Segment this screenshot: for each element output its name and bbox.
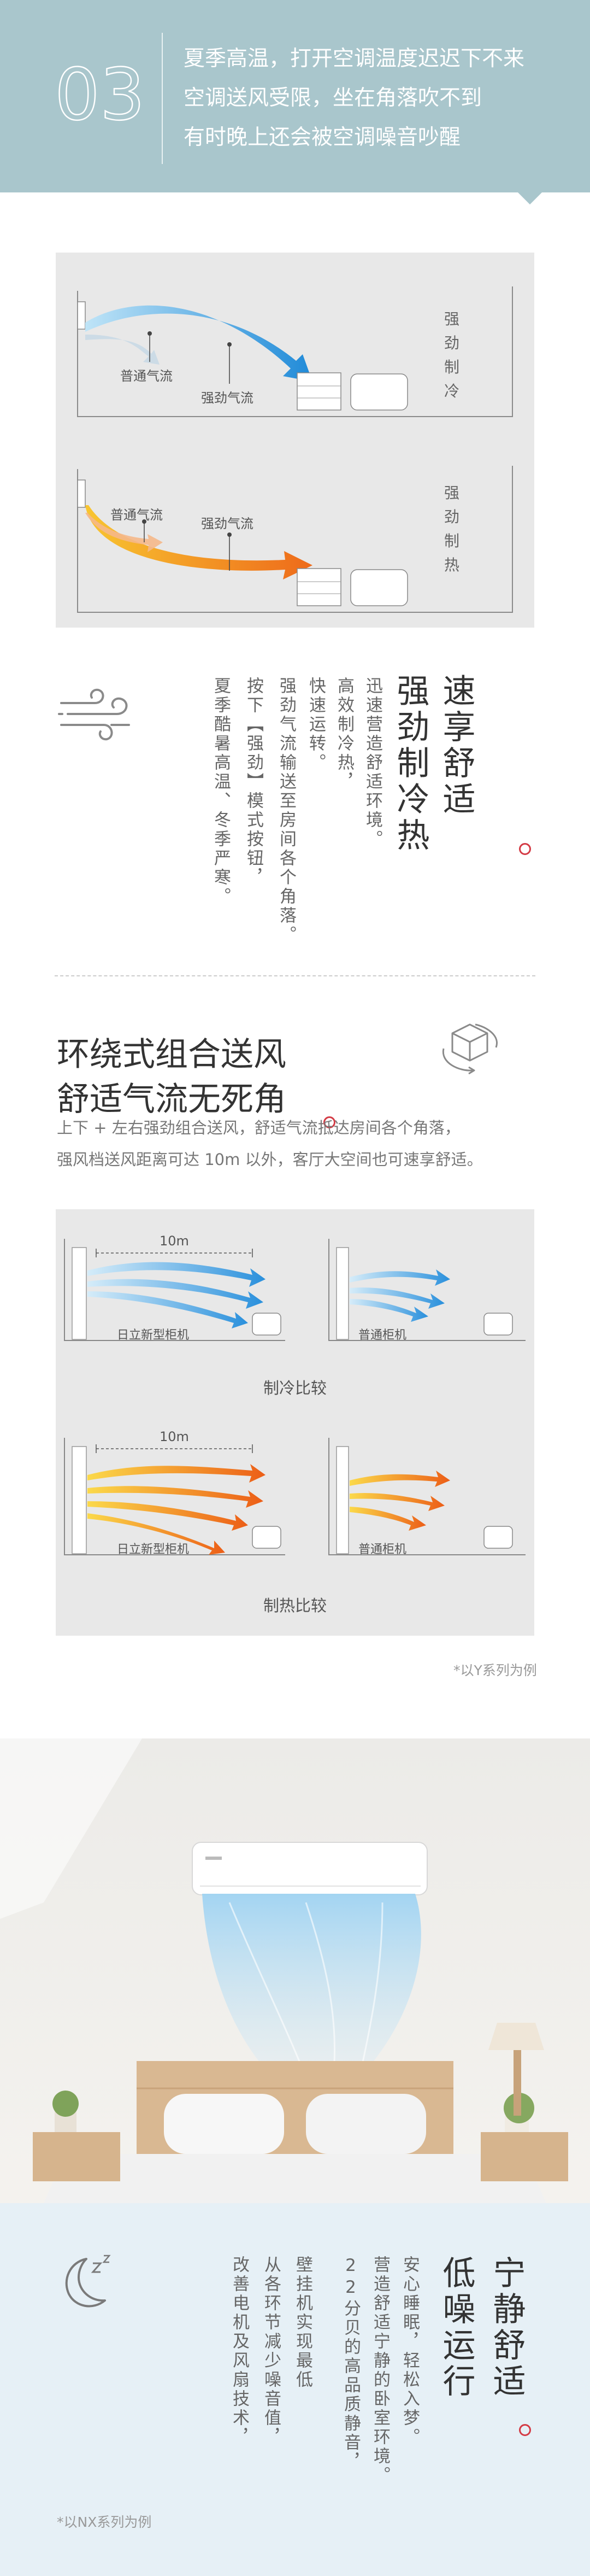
header-line: 夏季高温，打开空调温度迟迟下不来 xyxy=(184,46,525,71)
feature2-desc-line: 上下 + 左右强劲组合送风，舒适气流抵达房间各个角落， xyxy=(57,1119,461,1137)
label-hitachi-unit: 日立新型柜机 xyxy=(117,1543,190,1556)
label-normal-airflow: 普通气流 xyxy=(120,368,173,384)
label-strong-airflow: 强劲气流 xyxy=(201,516,253,531)
feature3-desc-line: 壁挂机实现最低 xyxy=(293,2256,312,2390)
accent-dot xyxy=(323,1116,335,1128)
feature2-title-line1: 环绕式组合送风 xyxy=(57,1035,286,1074)
feature3-desc-line: 从各环节减少噪音值， xyxy=(261,2256,281,2447)
label-strong-cooling: 强劲制冷 xyxy=(444,310,459,400)
feature1-title-line1: 速享舒适 xyxy=(437,674,475,818)
svg-text:03: 03 xyxy=(55,55,145,131)
label-strong-heating: 强劲制热 xyxy=(444,484,459,574)
accent-dot xyxy=(519,2424,531,2436)
airflow-diagram-art xyxy=(77,286,513,613)
feature1-desc-line: 按下【强劲】模式按钮， xyxy=(244,677,263,887)
caption-cooling-comparison: 制冷比较 xyxy=(263,1379,327,1397)
feature3-desc-line: 安心睡眠，轻松入梦。 xyxy=(400,2256,420,2447)
header-banner xyxy=(0,0,590,192)
header-divider xyxy=(162,33,163,164)
header-line: 有时晚上还会被空调噪音吵醒 xyxy=(184,125,461,150)
wall-ac-unit xyxy=(77,479,86,508)
feature3-title-line1: 宁静舒适 xyxy=(487,2256,526,2400)
label-distance: 10m xyxy=(160,1233,189,1249)
airflow-comparison-art xyxy=(64,1239,526,1555)
label-normal-unit: 普通柜机 xyxy=(358,1543,407,1556)
caption-heating-comparison: 制热比较 xyxy=(263,1596,327,1615)
label-normal-airflow: 普通气流 xyxy=(110,507,163,523)
footnote: *以Y系列为例 xyxy=(453,1662,537,1678)
header-number: 03 xyxy=(55,55,146,131)
label-strong-airflow: 强劲气流 xyxy=(201,390,253,406)
section-divider xyxy=(55,975,535,976)
feature3-title-line2: 低噪运行 xyxy=(437,2256,475,2400)
airflow-diagram-cool-heat: 普通气流 强劲气流 强劲制冷 普通气流 强劲气流 强劲制热 xyxy=(56,253,534,628)
accent-dot xyxy=(519,843,531,855)
feature3-desc-line: 22分贝的高品质静音， xyxy=(341,2256,361,2472)
feature1-desc-line: 夏季酷暑高温、冬季严寒。 xyxy=(211,677,231,906)
feature3-desc-line: 改善电机及风扇技术， xyxy=(229,2256,249,2447)
airflow-comparison-diagram: 10m 日立新型柜机 普通柜机 制冷比较 10m 日立新型柜机 普通柜机 制热比… xyxy=(56,1209,534,1636)
feature1-desc-line: 强劲气流输送至房间各个角落。 xyxy=(276,677,296,945)
header-text: 夏季高温，打开空调温度迟迟下不来 空调送风受限，坐在角落吹不到 有时晚上还会被空… xyxy=(184,39,566,157)
feature1-desc-line: 快速运转。 xyxy=(306,677,326,772)
feature3-desc-line: 营造舒适宁静的卧室环境。 xyxy=(370,2256,390,2485)
feature1-title-line2: 强劲制冷热 xyxy=(391,674,429,854)
feature1-desc-line: 迅速营造舒适环境。 xyxy=(363,677,382,849)
footnote: *以NX系列为例 xyxy=(57,2514,152,2530)
header-line: 空调送风受限，坐在角落吹不到 xyxy=(184,86,482,110)
label-distance: 10m xyxy=(160,1429,189,1444)
feature2-title-line2: 舒适气流无死角 xyxy=(57,1080,286,1119)
wind-icon xyxy=(58,688,130,741)
surround-airflow-icon xyxy=(442,1023,498,1075)
wall-ac-unit xyxy=(77,301,86,330)
label-hitachi-unit: 日立新型柜机 xyxy=(117,1328,190,1342)
feature1-desc-line: 高效制冷热， xyxy=(334,677,354,792)
label-normal-unit: 普通柜机 xyxy=(358,1328,407,1342)
header-notch xyxy=(518,192,542,204)
moon-sleep-icon xyxy=(65,2255,111,2308)
feature2-desc-line: 强风档送风距离可达 10m 以外，客厅大空间也可速享舒适。 xyxy=(57,1150,483,1169)
